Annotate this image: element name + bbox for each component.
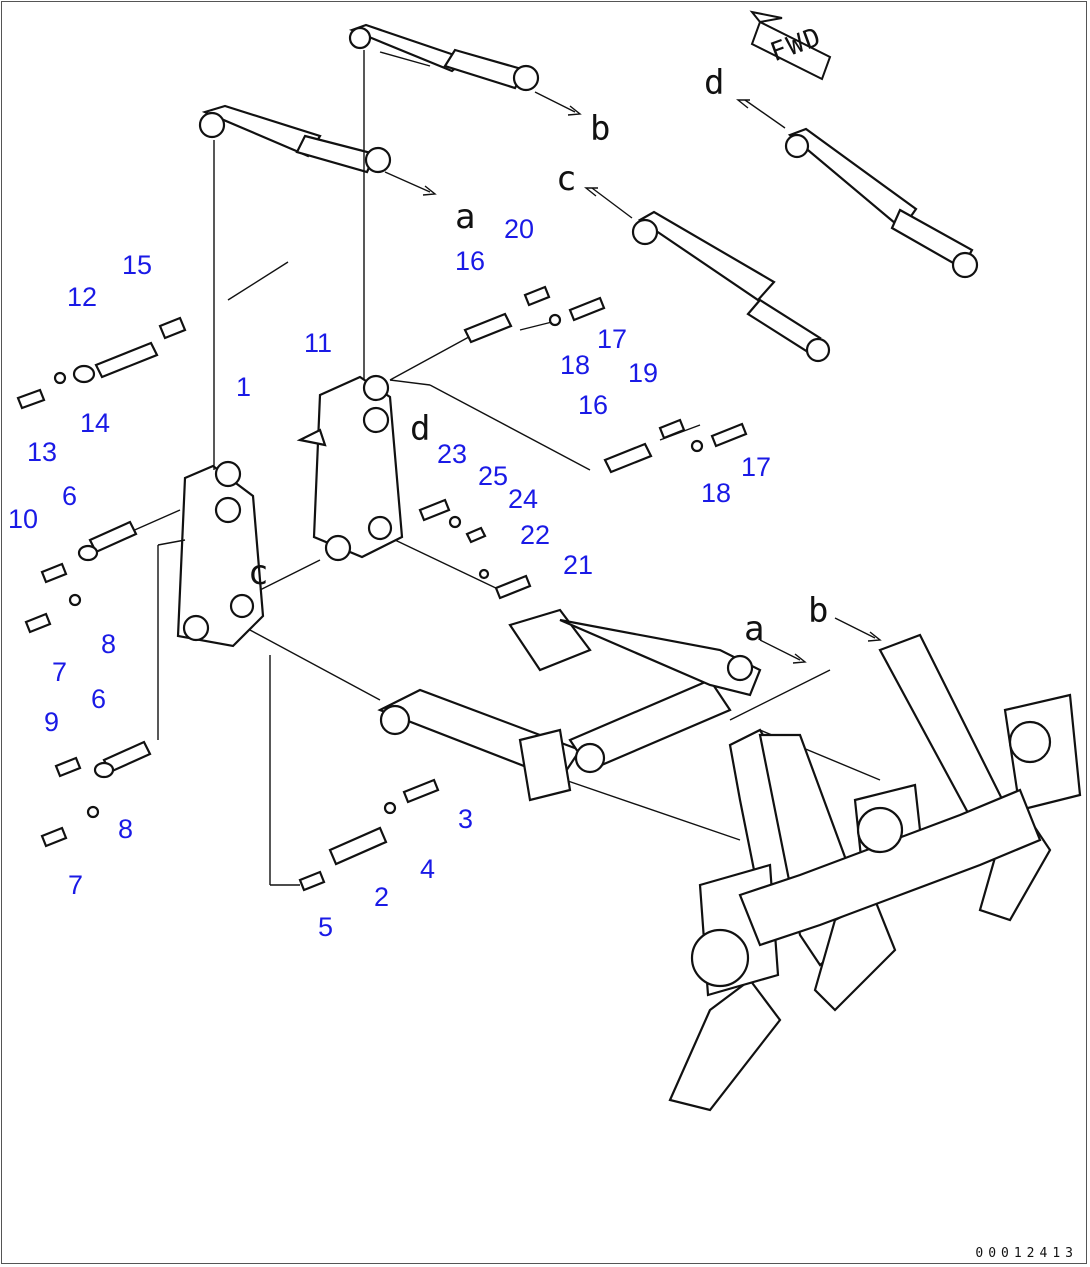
callout-17-upper: 17 <box>597 324 628 354</box>
ref-letter-a-top: a <box>455 197 476 237</box>
callout-15: 15 <box>122 250 153 280</box>
ref-letter-a-lower: a <box>744 609 765 649</box>
reference-arrows <box>384 91 882 664</box>
bracket-1 <box>176 460 265 648</box>
callout-12: 12 <box>67 282 98 312</box>
callout-16-lower: 16 <box>578 390 609 420</box>
ref-letter-d-top: d <box>704 63 725 103</box>
callout-6-upper: 6 <box>62 481 78 511</box>
callout-2: 2 <box>374 882 390 912</box>
callout-8-lower: 8 <box>118 814 134 844</box>
callout-17-lower: 17 <box>741 452 772 482</box>
cylinder-b <box>348 23 540 92</box>
callout-6-lower: 6 <box>91 684 107 714</box>
document-number: 00012413 <box>975 1246 1078 1261</box>
ref-letter-c-bracket: c <box>248 553 269 593</box>
callout-18-upper: 18 <box>560 350 591 380</box>
callout-10: 10 <box>8 504 39 534</box>
fwd-arrow-icon <box>749 10 832 81</box>
ref-letter-b-lower: b <box>808 591 829 631</box>
callout-21: 21 <box>563 550 594 580</box>
bracket-11 <box>296 374 404 562</box>
callout-3: 3 <box>458 804 474 834</box>
callout-14: 14 <box>80 408 111 438</box>
callout-23: 23 <box>437 439 468 469</box>
leader-lines <box>111 50 881 886</box>
cylinder-d <box>784 127 979 279</box>
cylinder-a <box>198 104 392 174</box>
ref-letter-b-top: b <box>590 109 611 149</box>
callout-22: 22 <box>520 520 551 550</box>
ripper-shanks <box>668 633 1082 1112</box>
callout-25: 25 <box>478 461 509 491</box>
callout-4: 4 <box>420 854 436 884</box>
ref-letter-d-bracket: d <box>410 409 431 449</box>
callout-13: 13 <box>27 437 58 467</box>
callout-8-upper: 8 <box>101 629 117 659</box>
small-parts <box>16 285 748 892</box>
callout-7-lower: 7 <box>68 870 84 900</box>
callout-1: 1 <box>236 372 252 402</box>
callout-20: 20 <box>504 214 535 244</box>
cylinder-c <box>631 210 831 363</box>
callout-11: 11 <box>304 328 333 358</box>
callout-5: 5 <box>318 912 334 942</box>
callout-24: 24 <box>508 484 539 514</box>
ref-letter-c-top: c <box>556 159 577 199</box>
callout-9: 9 <box>44 707 60 737</box>
ripper-frame <box>377 608 762 802</box>
callout-18-lower: 18 <box>701 478 732 508</box>
callout-19: 19 <box>628 358 659 388</box>
callout-7-upper: 7 <box>52 657 68 687</box>
callout-16-upper: 16 <box>455 246 486 276</box>
